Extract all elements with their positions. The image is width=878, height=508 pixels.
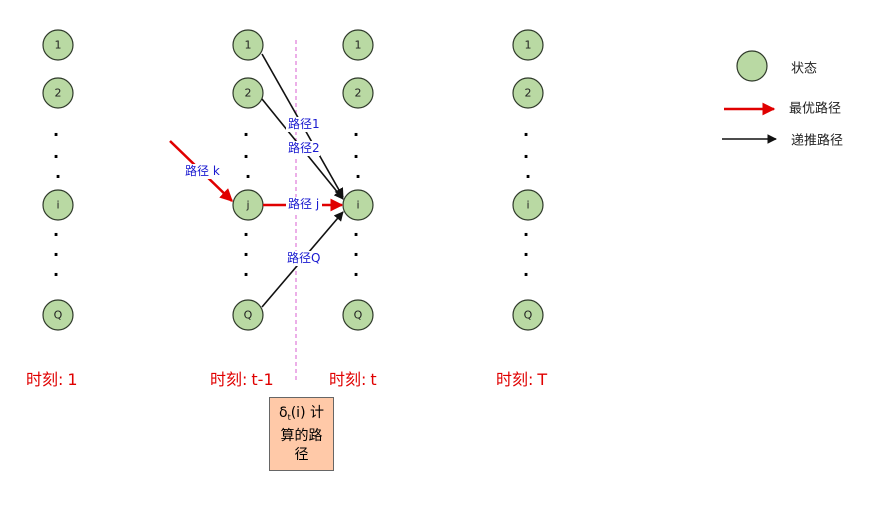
state-node-label: 2	[55, 87, 62, 100]
svg-text:.: .	[353, 241, 359, 260]
state-node-label: 2	[355, 87, 362, 100]
state-node-label: Q	[54, 309, 63, 322]
note-line-2: 算的路	[280, 427, 323, 444]
ellipsis-dots: ...	[353, 121, 361, 182]
state-node: 1	[342, 29, 374, 61]
ellipsis-dots: ...	[53, 221, 59, 280]
state-node: 2	[42, 77, 74, 109]
legend-state-label: 状态	[791, 62, 817, 77]
state-node: i	[342, 189, 374, 221]
svg-text:.: .	[525, 163, 531, 182]
svg-text:.: .	[523, 261, 529, 280]
state-node: i	[512, 189, 544, 221]
svg-text:.: .	[243, 261, 249, 280]
state-node-label: 1	[355, 39, 362, 52]
svg-text:.: .	[53, 221, 59, 240]
edge-label-path-1: 路径1	[288, 116, 320, 131]
svg-text:.: .	[243, 121, 249, 140]
svg-text:.: .	[353, 143, 359, 162]
svg-text:.: .	[353, 221, 359, 240]
state-node: 1	[512, 29, 544, 61]
svg-text:.: .	[353, 261, 359, 280]
edge-label-path-2: 路径2	[288, 140, 320, 155]
state-node-label: j	[245, 199, 249, 212]
svg-text:.: .	[53, 143, 59, 162]
svg-text:.: .	[55, 163, 61, 182]
ellipsis-dots: ...	[243, 221, 249, 280]
column-time-1: 1 2 ... i ... Q 时刻:1	[26, 29, 78, 389]
state-node: 1	[42, 29, 74, 61]
state-node: Q	[342, 299, 374, 331]
state-node-label: i	[356, 199, 359, 212]
state-node: Q	[232, 299, 264, 331]
state-node: Q	[512, 299, 544, 331]
edge-label-path-j: 路径 j	[288, 196, 319, 211]
time-label: 时刻:T	[496, 370, 547, 389]
state-node-label: 1	[55, 39, 62, 52]
state-node: 2	[232, 77, 264, 109]
state-node-label: 2	[525, 87, 532, 100]
column-time-T: 1 2 ... i ... Q 时刻:T	[496, 29, 547, 389]
svg-text:.: .	[245, 163, 251, 182]
state-node: 2	[342, 77, 374, 109]
edge-label-path-k: 路径 k	[185, 163, 220, 178]
note-line-3: 径	[294, 446, 309, 463]
svg-text:.: .	[243, 143, 249, 162]
state-node-label: Q	[244, 309, 253, 322]
state-node-label: Q	[524, 309, 533, 322]
ellipsis-dots: ...	[53, 121, 61, 182]
ellipsis-dots: ...	[353, 221, 359, 280]
state-node: 1	[232, 29, 264, 61]
ellipsis-dots: ...	[243, 121, 251, 182]
svg-text:.: .	[353, 121, 359, 140]
legend-state-swatch	[736, 50, 768, 82]
time-label: 时刻:t-1	[210, 370, 274, 389]
svg-text:.: .	[243, 221, 249, 240]
svg-text:.: .	[243, 241, 249, 260]
column-time-t: 1 2 ... i ... Q 时刻:t	[329, 29, 377, 389]
svg-text:.: .	[355, 163, 361, 182]
legend-optimal-label: 最优路径	[789, 101, 841, 117]
svg-text:.: .	[53, 241, 59, 260]
edge-label-path-q: 路径Q	[287, 250, 320, 265]
note-arg: (i) 计	[290, 404, 324, 421]
time-label: 时刻:1	[26, 370, 78, 389]
svg-text:.: .	[53, 121, 59, 140]
legend: 状态 最优路径 递推路径	[722, 50, 843, 149]
state-node: j	[232, 189, 264, 221]
svg-text:.: .	[523, 241, 529, 260]
state-node-label: i	[56, 199, 59, 212]
state-node: i	[42, 189, 74, 221]
svg-text:.: .	[523, 221, 529, 240]
state-node: Q	[42, 299, 74, 331]
ellipsis-dots: ...	[523, 221, 529, 280]
svg-text:.: .	[523, 143, 529, 162]
note-line-1: δt(i) 计	[279, 404, 324, 427]
state-node-label: Q	[354, 309, 363, 322]
state-node-label: i	[526, 199, 529, 212]
state-node-label: 1	[245, 39, 252, 52]
note-subscript: t	[287, 412, 291, 422]
svg-text:.: .	[53, 261, 59, 280]
note-delta-symbol: δ	[279, 404, 288, 421]
state-node-label: 1	[525, 39, 532, 52]
ellipsis-dots: ...	[523, 121, 531, 182]
state-node: 2	[512, 77, 544, 109]
column-time-t-minus-1: 1 2 ... j ... Q 时刻:t-1	[210, 29, 274, 389]
legend-recursive-label: 递推路径	[791, 133, 843, 149]
svg-text:.: .	[523, 121, 529, 140]
time-label: 时刻:t	[329, 370, 377, 389]
state-node-label: 2	[245, 87, 252, 100]
delta-note-box: δt(i) 计 算的路 径	[269, 397, 334, 471]
